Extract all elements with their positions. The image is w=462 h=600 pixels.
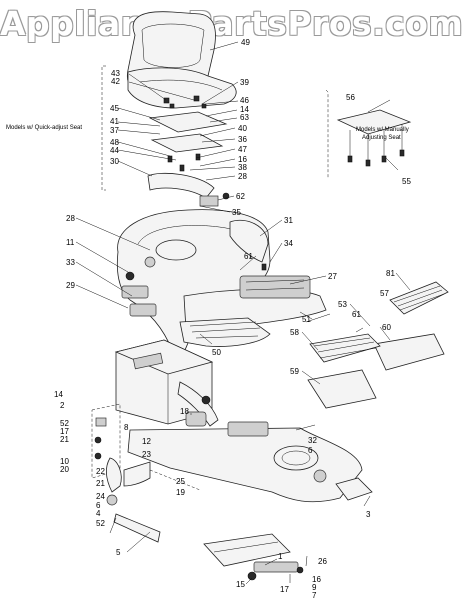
- callout-11: 11: [66, 238, 75, 247]
- callout-53: 53: [338, 300, 347, 309]
- callout-18: 18: [180, 407, 189, 416]
- callout-41: 41: [110, 117, 119, 126]
- callout-30: 30: [110, 157, 119, 166]
- callout-51: 51: [302, 315, 311, 324]
- callout-19: 19: [176, 488, 185, 497]
- callout-55: 55: [402, 177, 411, 186]
- callout-24: 24: [96, 492, 105, 501]
- fender-body: [116, 209, 327, 353]
- frame: [114, 339, 363, 503]
- callout-15: 15: [236, 580, 245, 589]
- seat-bracket: [147, 95, 230, 207]
- callout-6b: 6: [308, 446, 313, 455]
- callout-59: 59: [290, 367, 299, 376]
- callout-10: 10: [60, 457, 69, 466]
- callout-32: 32: [308, 436, 317, 445]
- leader-lines: [75, 41, 411, 585]
- callout-31: 31: [284, 216, 293, 225]
- footrest-mats: [307, 281, 449, 409]
- callout-6: 6: [96, 501, 101, 510]
- callout-43: 43: [111, 69, 120, 78]
- callout-49: 49: [241, 38, 250, 47]
- callout-25: 25: [176, 477, 185, 486]
- caption-manual-seat-line2: Adjusting Seat: [362, 135, 401, 141]
- callout-22: 22: [96, 467, 105, 476]
- callout-61b: 61: [352, 310, 361, 319]
- callout-16: 16: [238, 155, 247, 164]
- callout-9: 9: [312, 583, 317, 592]
- caption-quick-adjust-seat: Models w/ Quick-adjust Seat: [6, 125, 82, 131]
- callout-5: 5: [116, 548, 121, 557]
- callout-42: 42: [111, 77, 120, 86]
- callout-4: 4: [96, 509, 101, 518]
- callout-52: 52: [60, 419, 69, 428]
- callout-26: 26: [318, 557, 327, 566]
- callout-7: 7: [312, 591, 317, 600]
- callout-50: 50: [212, 348, 221, 357]
- callout-36: 36: [238, 135, 247, 144]
- callout-63: 63: [240, 113, 249, 122]
- callout-44: 44: [110, 146, 119, 155]
- callout-34: 34: [284, 239, 293, 248]
- callout-17b: 17: [280, 585, 289, 594]
- manual-seat-inset: [325, 89, 412, 178]
- callout-2: 2: [60, 401, 65, 410]
- callout-28: 28: [238, 172, 247, 181]
- callout-16b: 16: [312, 575, 321, 584]
- callout-48: 48: [110, 138, 119, 147]
- callout-8: 8: [124, 423, 129, 432]
- callout-52b: 52: [96, 519, 105, 528]
- callout-17: 17: [60, 427, 69, 436]
- quick-adjust-bracket: [101, 65, 106, 191]
- callout-14: 14: [240, 105, 249, 114]
- callout-3: 3: [366, 510, 371, 519]
- callout-20: 20: [60, 465, 69, 474]
- caption-manual-seat-line1: Models w/ Manually: [356, 127, 409, 133]
- callout-38: 38: [238, 163, 247, 172]
- callout-labels: 49 43 42 39 46 14 63 45 41 40 37 36 48 4…: [54, 38, 411, 600]
- callout-37: 37: [110, 126, 119, 135]
- callout-21b: 21: [96, 479, 105, 488]
- callout-81: 81: [386, 269, 395, 278]
- lower-linkage: [203, 533, 304, 581]
- callout-33: 33: [66, 258, 75, 267]
- rear-bracket: [335, 477, 373, 501]
- callout-46: 46: [240, 96, 249, 105]
- callout-29: 29: [66, 281, 75, 290]
- callout-39: 39: [240, 78, 249, 87]
- callout-62: 62: [236, 192, 245, 201]
- callout-21: 21: [60, 435, 69, 444]
- left-hardware: [91, 403, 201, 543]
- callout-1: 1: [278, 552, 283, 561]
- callout-56: 56: [346, 93, 355, 102]
- seat: [126, 11, 237, 109]
- callout-61: 61: [244, 252, 253, 261]
- callout-58: 58: [290, 328, 299, 337]
- callout-14b: 14: [54, 390, 63, 399]
- callout-28b: 28: [66, 214, 75, 223]
- callout-47: 47: [238, 145, 247, 154]
- callout-40: 40: [238, 124, 247, 133]
- callout-45: 45: [110, 104, 119, 113]
- callout-35: 35: [232, 208, 241, 217]
- callout-57: 57: [380, 289, 389, 298]
- callout-23: 23: [142, 450, 151, 459]
- callout-60: 60: [382, 323, 391, 332]
- callout-27: 27: [328, 272, 337, 281]
- callout-12: 12: [142, 437, 151, 446]
